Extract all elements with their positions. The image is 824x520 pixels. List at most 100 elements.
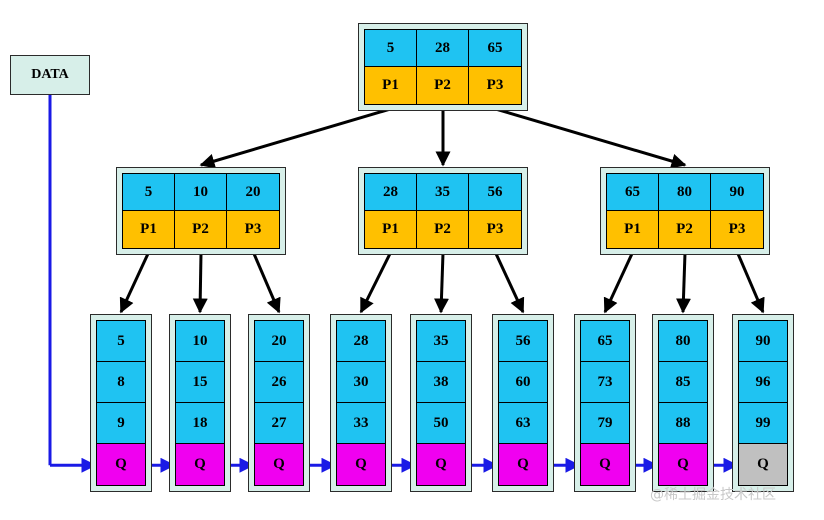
data-entry-box: DATA	[10, 55, 90, 95]
key-cell: 20	[227, 174, 279, 211]
leaf-key-cell: 28	[337, 321, 385, 362]
key-cell: 28	[417, 30, 469, 67]
leaf-key-cell: 88	[659, 403, 707, 444]
pointer-cell: P2	[417, 67, 469, 104]
pointer-cell: P2	[659, 211, 711, 248]
pointer-cell: P2	[417, 211, 469, 248]
pointer-cell: P1	[365, 67, 417, 104]
leaf-key-cell: 5	[97, 321, 145, 362]
leaf-link-cell: Q	[97, 444, 145, 485]
leaf-key-cell: 80	[659, 321, 707, 362]
pointer-cell: P3	[469, 211, 521, 248]
leaf-key-cell: 96	[739, 362, 787, 403]
key-cell: 65	[607, 174, 659, 211]
leaf-key-cell: 10	[176, 321, 224, 362]
leaf-key-cell: 79	[581, 403, 629, 444]
leaf-link-cell: Q	[499, 444, 547, 485]
leaf-key-cell: 27	[255, 403, 303, 444]
tree-arrow	[495, 107, 687, 169]
leaf-key-cell: 33	[337, 403, 385, 444]
leaf-key-cell: 30	[337, 362, 385, 403]
pointer-cell: P3	[227, 211, 279, 248]
pointer-cell: P1	[607, 211, 659, 248]
leaf-key-cell: 65	[581, 321, 629, 362]
tree-arrow	[433, 252, 449, 314]
pointer-cell: P1	[365, 211, 417, 248]
key-cell: 90	[711, 174, 763, 211]
leaf-link-cell: Q	[739, 444, 787, 485]
leaf-key-cell: 99	[739, 403, 787, 444]
tree-arrow	[119, 252, 150, 314]
leaf-link-cell: Q	[255, 444, 303, 485]
pointer-cell: P1	[123, 211, 175, 248]
leaf-key-cell: 26	[255, 362, 303, 403]
leaf-link-cell: Q	[337, 444, 385, 485]
leaf-key-cell: 56	[499, 321, 547, 362]
leaf-key-cell: 63	[499, 403, 547, 444]
leaf-key-cell: 73	[581, 362, 629, 403]
key-cell: 28	[365, 174, 417, 211]
key-cell: 56	[469, 174, 521, 211]
key-cell: 65	[469, 30, 521, 67]
leaf-key-cell: 85	[659, 362, 707, 403]
leaf-key-cell: 9	[97, 403, 145, 444]
leaf-key-cell: 20	[255, 321, 303, 362]
leaf-link-cell: Q	[417, 444, 465, 485]
key-cell: 5	[365, 30, 417, 67]
data-entry-label: DATA	[31, 67, 69, 82]
tree-arrow	[252, 252, 281, 314]
leaf-key-cell: 8	[97, 362, 145, 403]
leaf-link-cell: Q	[659, 444, 707, 485]
tree-arrow	[736, 252, 765, 314]
leaf-key-cell: 50	[417, 403, 465, 444]
leaf-key-cell: 35	[417, 321, 465, 362]
watermark: @稀土掘金技术社区	[650, 487, 776, 503]
leaf-link-cell: Q	[176, 444, 224, 485]
pointer-cell: P3	[469, 67, 521, 104]
leaf-key-cell: 90	[739, 321, 787, 362]
tree-arrow	[603, 252, 634, 314]
tree-arrow	[359, 252, 392, 314]
leaf-key-cell: 15	[176, 362, 224, 403]
pointer-cell: P2	[175, 211, 227, 248]
pointer-cell: P3	[711, 211, 763, 248]
key-cell: 5	[123, 174, 175, 211]
leaf-key-cell: 38	[417, 362, 465, 403]
tree-arrow	[675, 252, 691, 314]
tree-arrow	[192, 252, 208, 314]
tree-arrow	[199, 107, 391, 169]
key-cell: 80	[659, 174, 711, 211]
leaf-key-cell: 60	[499, 362, 547, 403]
leaf-key-cell: 18	[176, 403, 224, 444]
key-cell: 10	[175, 174, 227, 211]
key-cell: 35	[417, 174, 469, 211]
leaf-link-cell: Q	[581, 444, 629, 485]
